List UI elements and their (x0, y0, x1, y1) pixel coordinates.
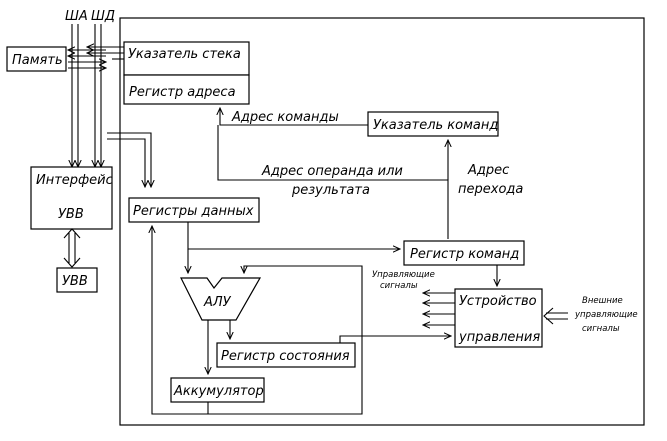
io-interface-label-2: УВВ (58, 207, 84, 222)
memory-label: Память (12, 53, 63, 68)
stack-pointer-label: Указатель стека (128, 47, 241, 62)
io-interface-label-1: Интерфейс (36, 173, 113, 188)
address-bus-label: ША (65, 9, 88, 24)
address-register-label: Регистр адреса (129, 85, 236, 100)
external-signals-label-1: Внешние (582, 296, 623, 306)
control-signals-label-1: Управляющие (372, 270, 435, 280)
data-bus (95, 24, 101, 167)
accumulator-to-data-line (152, 226, 209, 415)
alu-feedback-line (188, 265, 363, 415)
command-register-label: Регистр команд (410, 247, 519, 262)
control-signal-arrows (423, 293, 455, 325)
stack-pointer-block (123, 41, 250, 76)
io-interface-block (30, 166, 113, 230)
control-signals-label-2: сигналы (380, 281, 418, 291)
accumulator-block (170, 377, 265, 403)
data-bus-to-registers (107, 132, 151, 187)
cpu-frame (119, 17, 645, 426)
data-registers-label: Регистры данных (133, 204, 254, 219)
control-unit-label-2: управления (458, 330, 540, 345)
data-registers-block (128, 197, 260, 223)
io-device-block (56, 267, 98, 293)
jump-address-label-2: перехода (458, 182, 523, 197)
operand-address-label-1: Адрес операнда или (261, 164, 403, 179)
status-register-label: Регистр состояния (221, 349, 350, 364)
jump-address-label-1: Адрес (467, 163, 509, 178)
external-signals-label-3: сигналы (582, 324, 620, 334)
address-register-block (123, 74, 250, 105)
command-pointer-block (367, 111, 499, 137)
memory-block (6, 46, 67, 72)
alu-label: АЛУ (203, 295, 232, 310)
control-unit-block (454, 288, 543, 348)
command-register-block (403, 240, 525, 266)
external-signal-arrow (543, 307, 568, 325)
register-bus-links (87, 47, 124, 60)
control-unit-label-1: Устройство (459, 294, 537, 309)
command-pointer-label: Указатель команд (373, 118, 498, 133)
accumulator-label: Аккумулятор (173, 384, 264, 399)
status-register-block (216, 342, 356, 368)
status-to-control-line (339, 336, 451, 343)
data-to-command-line (187, 222, 400, 249)
command-address-label: Адрес команды (231, 110, 339, 125)
io-link-arrow (63, 228, 81, 268)
external-signals-label-2: управляющие (574, 310, 638, 320)
command-address-line (220, 108, 368, 126)
address-bus (72, 24, 78, 167)
operand-address-label-2: результата (291, 183, 370, 198)
io-device-label: УВВ (62, 274, 88, 289)
data-bus-label: ШД (91, 9, 115, 24)
operand-address-line (217, 125, 449, 239)
